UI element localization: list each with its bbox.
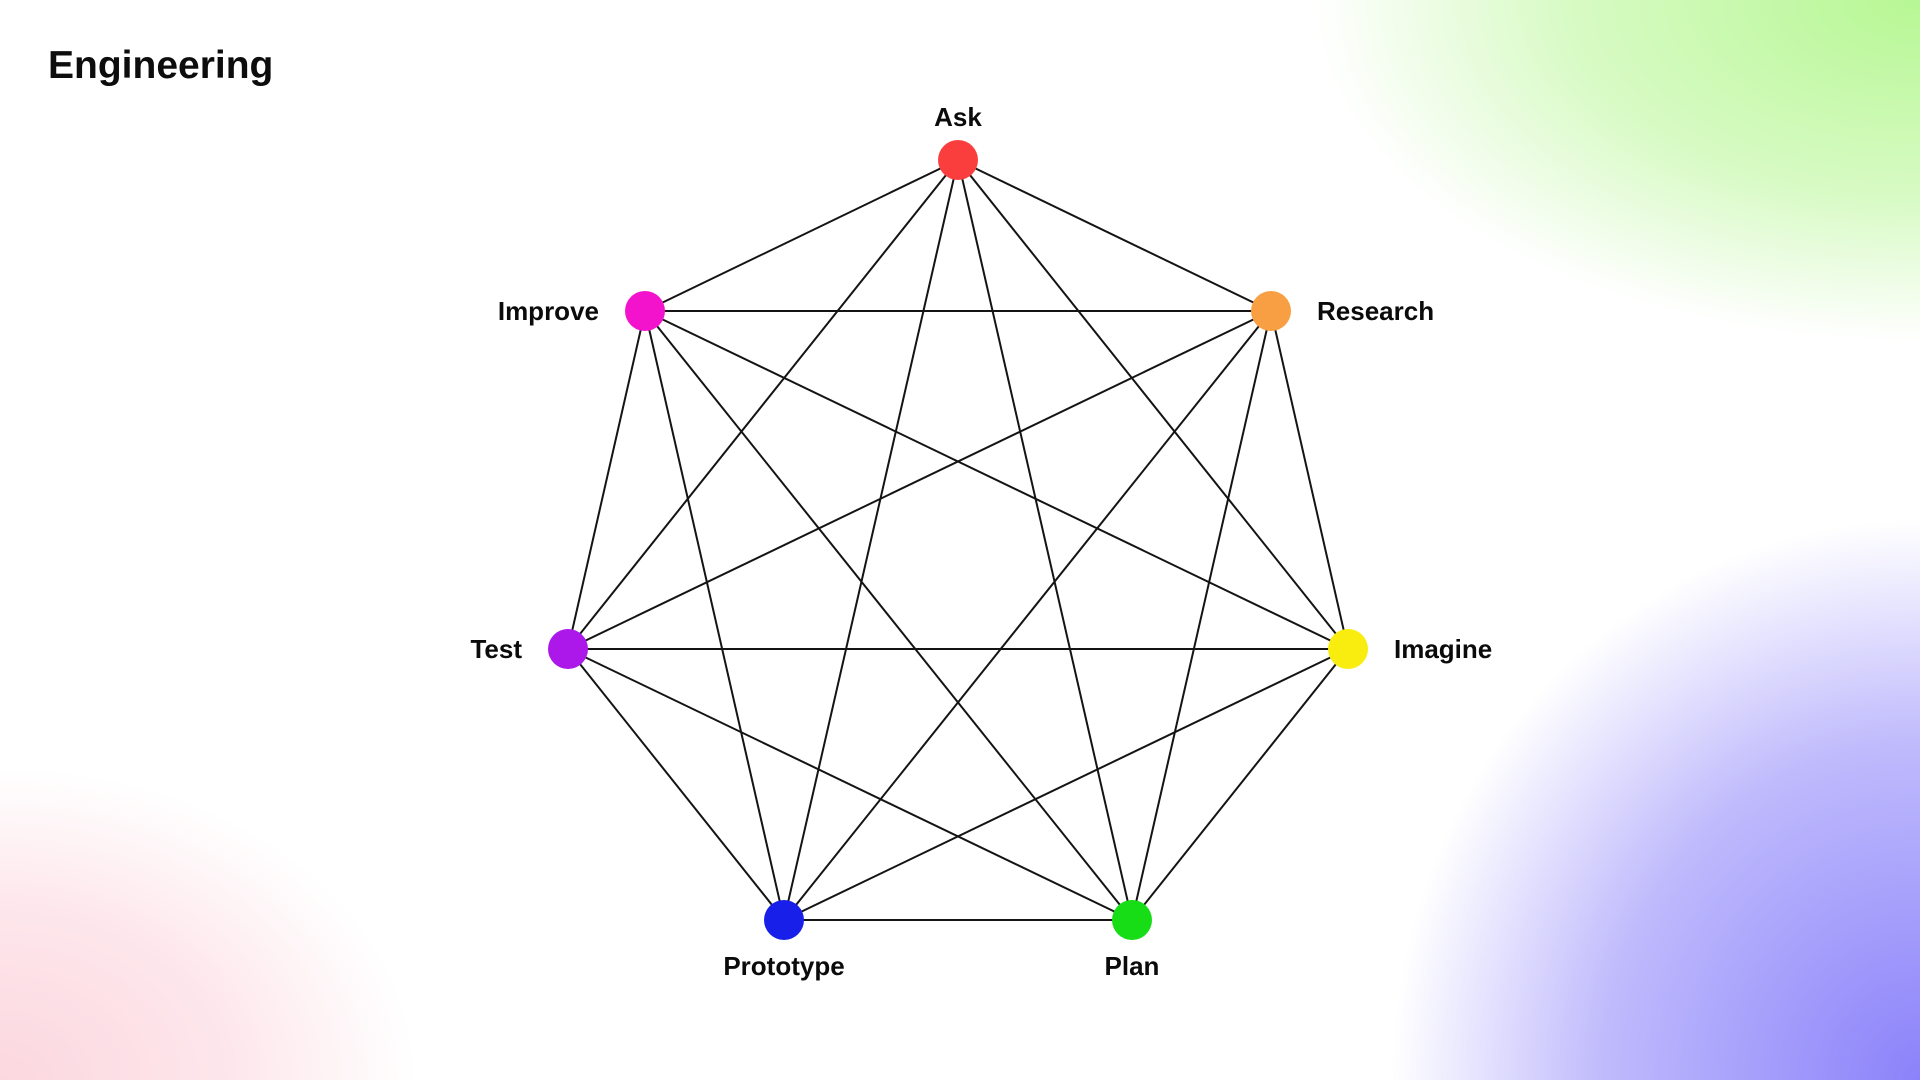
node-label-research: Research (1317, 296, 1434, 326)
edge-plan-test (567, 648, 1133, 921)
node-label-prototype: Prototype (723, 951, 844, 981)
edge-ask-imagine (957, 159, 1349, 650)
node-label-test: Test (470, 634, 522, 664)
edge-research-prototype (783, 310, 1272, 921)
edge-research-imagine (1270, 310, 1349, 650)
edge-prototype-test (567, 648, 785, 921)
page-title: Engineering (48, 44, 274, 87)
edge-research-plan (1131, 310, 1272, 921)
node-improve (625, 291, 665, 331)
edge-prototype-improve (644, 310, 785, 921)
edge-imagine-improve (644, 310, 1349, 650)
edge-ask-research (957, 159, 1272, 312)
edge-ask-prototype (783, 159, 959, 921)
node-label-ask: Ask (934, 102, 982, 132)
node-research (1251, 291, 1291, 331)
node-prototype (764, 900, 804, 940)
node-test (548, 629, 588, 669)
edge-ask-improve (644, 159, 959, 312)
edge-imagine-prototype (783, 648, 1349, 921)
edge-imagine-plan (1131, 648, 1349, 921)
edge-plan-improve (644, 310, 1133, 921)
node-label-improve: Improve (498, 296, 599, 326)
edge-ask-plan (957, 159, 1133, 921)
node-plan (1112, 900, 1152, 940)
node-label-plan: Plan (1105, 951, 1160, 981)
edge-ask-test (567, 159, 959, 650)
node-ask (938, 140, 978, 180)
edge-research-test (567, 310, 1272, 650)
node-label-imagine: Imagine (1394, 634, 1492, 664)
edge-test-improve (567, 310, 646, 650)
node-imagine (1328, 629, 1368, 669)
